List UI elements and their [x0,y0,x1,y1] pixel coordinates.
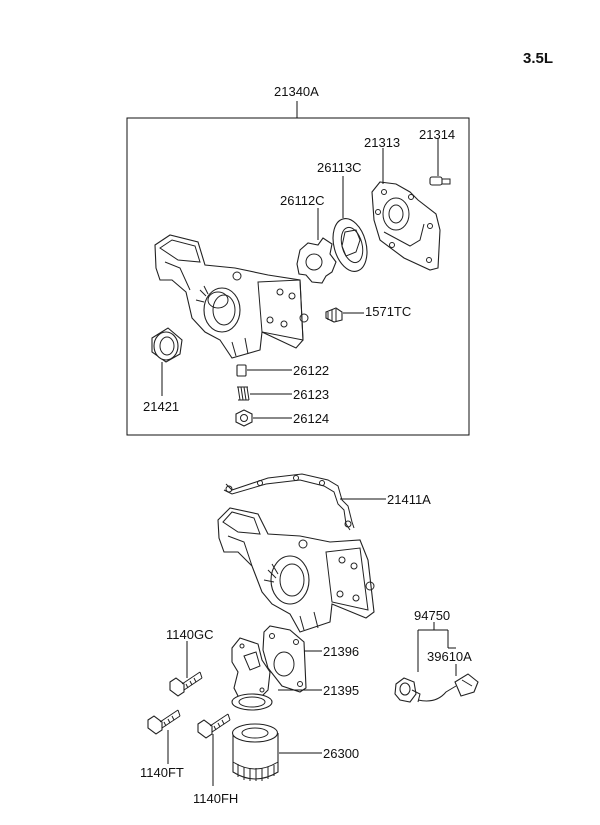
label-21340a: 21340A [274,84,319,99]
assembly-box [126,117,470,436]
oil-pump-housing-upper [154,234,309,359]
cover-plate-21313 [371,181,441,271]
label-1140fh: 1140FH [193,791,238,806]
label-21411a: 21411A [387,492,431,507]
label-26123: 26123 [293,387,329,402]
engine-label: 3.5L [523,50,553,67]
label-1571tc: 1571TC [365,304,411,319]
oil-pump-housing-lower [217,507,375,633]
filter-adapter-21395 [231,637,273,711]
gear-26112c [296,237,337,284]
spring-26123 [237,386,250,401]
plug-26124 [235,409,253,427]
label-21421: 21421 [143,399,179,414]
label-94750: 94750 [414,608,450,623]
plug-1571tc [325,307,343,323]
rotor-26113c [332,218,368,272]
screw-21314 [429,176,451,186]
gasket-21396 [262,625,307,693]
oil-pressure-switch-94750 [394,677,421,703]
label-21395: 21395 [323,683,359,698]
label-26300: 26300 [323,746,359,761]
label-26112c: 26112C [280,193,325,208]
label-26113c: 26113C [317,160,362,175]
label-21313: 21313 [364,135,400,150]
label-1140ft: 1140FT [140,765,184,780]
connector-39610a [417,673,479,702]
gasket-21411a [223,473,355,531]
label-21314: 21314 [419,127,455,142]
label-26124: 26124 [293,411,329,426]
seal-21421 [151,327,183,363]
oil-filter-26300 [231,723,279,781]
bolt-1140gc [169,671,203,697]
plunger-26122 [236,364,247,377]
bolt-1140fh [197,713,231,739]
bolt-1140ft [147,709,181,735]
label-26122: 26122 [293,363,329,378]
label-39610a: 39610A [427,649,472,664]
label-21396: 21396 [323,644,359,659]
label-1140gc: 1140GC [166,627,213,642]
